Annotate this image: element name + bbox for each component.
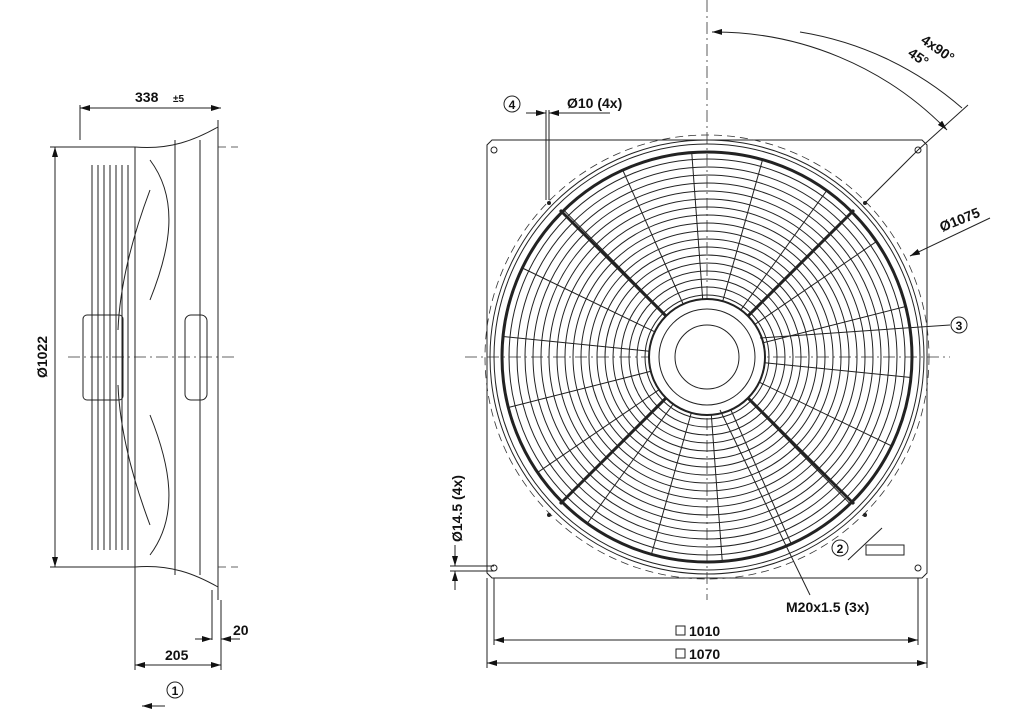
guard-spoke	[740, 190, 828, 311]
callout-1: 1	[172, 684, 179, 698]
guard-ring	[548, 198, 866, 516]
callout-2: 2	[837, 542, 844, 556]
hole-dim-label: Ø10 (4x)	[567, 95, 622, 111]
mount-hole-dim-label: Ø14.5 (4x)	[449, 475, 465, 542]
guard-spoke	[508, 370, 651, 409]
guard-ring	[540, 190, 874, 524]
mounting-holes	[490, 146, 922, 572]
diameter-dim-label: Ø1022	[34, 336, 50, 378]
ring-dim-label: Ø1075	[937, 204, 982, 235]
guard-ring	[532, 182, 882, 532]
guard-spoke	[622, 169, 684, 305]
guard-spoke	[754, 241, 877, 325]
guard-ring	[508, 158, 906, 556]
guard-spoke	[650, 412, 692, 555]
guard-spoke	[710, 414, 723, 562]
guard-ring	[644, 294, 770, 420]
guard-spoke	[691, 152, 704, 300]
front-view: 4x90° 45° 4 Ø10 (4x) Ø1075 3 2 Ø14.5 (4x…	[449, 0, 991, 668]
guard-ring	[564, 214, 850, 500]
guard-spokes	[502, 152, 912, 562]
thread-dim-label: M20x1.5 (3x)	[786, 599, 869, 615]
guard-ring	[604, 254, 810, 460]
guard-ring	[588, 238, 826, 476]
guard-ring	[620, 270, 794, 444]
guard-spoke	[764, 362, 912, 378]
guard-spoke	[759, 381, 892, 447]
guard-spoke	[522, 267, 655, 333]
guard-spoke	[502, 336, 650, 352]
guard-ring	[612, 262, 802, 452]
width-dim-label: 338	[135, 89, 159, 105]
outer-square-dim-label: 1070	[689, 646, 720, 662]
guard-spoke	[586, 403, 674, 524]
guard-spoke	[763, 305, 906, 344]
guard-ring	[556, 206, 858, 508]
guard-ring	[580, 230, 834, 484]
guard-rings	[508, 158, 906, 556]
guard-ring	[572, 222, 842, 492]
depth-dim-label: 205	[165, 647, 189, 663]
inner-square-dim-label: 1010	[689, 623, 720, 639]
guard-spoke	[537, 389, 660, 473]
guard-ring	[628, 278, 786, 436]
flange-dim-label: 20	[233, 622, 249, 638]
guard-ring	[516, 166, 898, 548]
guard-ring	[596, 246, 818, 468]
callout-4: 4	[509, 98, 516, 112]
side-view: 338 ±5 Ø1022 205 20 1	[34, 89, 249, 709]
guard-mesh-side	[91, 165, 129, 550]
guard-ring	[524, 174, 890, 540]
guard-spoke	[730, 409, 792, 545]
guard-spoke	[722, 159, 764, 302]
guard-ring	[636, 286, 778, 428]
width-tolerance-label: ±5	[173, 94, 184, 105]
callout-3: 3	[956, 319, 963, 333]
